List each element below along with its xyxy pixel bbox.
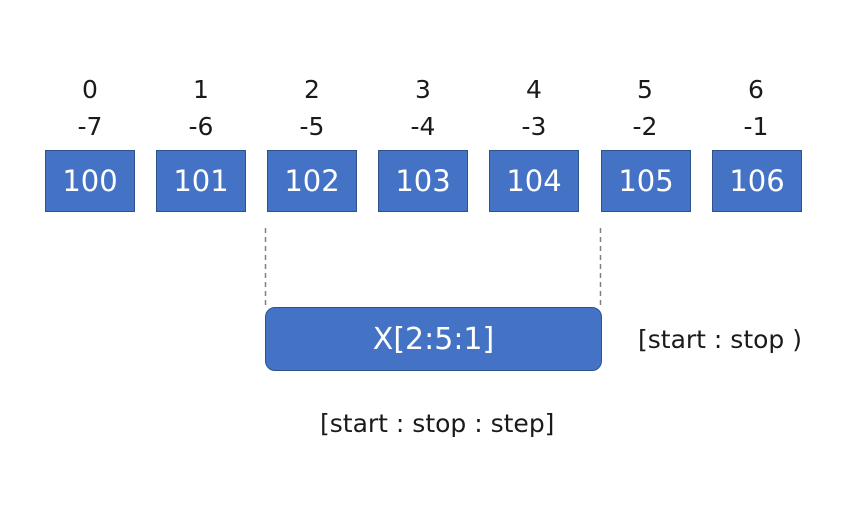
array-cell-value: 105 xyxy=(618,164,674,198)
positive-index-1: 1 xyxy=(193,75,209,104)
array-cell-value: 102 xyxy=(284,164,340,198)
positive-index-2: 2 xyxy=(304,75,320,104)
negative-index-1: -6 xyxy=(188,112,214,141)
slice-expression-box: X[2:5:1] xyxy=(265,307,602,371)
array-cell-5: 105 xyxy=(601,150,691,212)
array-cell-value: 103 xyxy=(395,164,451,198)
positive-index-0: 0 xyxy=(82,75,98,104)
negative-index-3: -4 xyxy=(410,112,436,141)
array-cell-3: 103 xyxy=(378,150,468,212)
positive-index-5: 5 xyxy=(637,75,653,104)
array-cell-4: 104 xyxy=(489,150,579,212)
array-cell-1: 101 xyxy=(156,150,246,212)
negative-index-6: -1 xyxy=(743,112,769,141)
range-note: [start : stop ) xyxy=(638,325,802,354)
slice-expression: X[2:5:1] xyxy=(372,321,495,357)
array-cell-value: 101 xyxy=(173,164,229,198)
negative-index-0: -7 xyxy=(77,112,103,141)
positive-index-4: 4 xyxy=(526,75,542,104)
positive-index-3: 3 xyxy=(415,75,431,104)
array-cell-6: 106 xyxy=(712,150,802,212)
positive-index-6: 6 xyxy=(748,75,764,104)
array-cell-2: 102 xyxy=(267,150,357,212)
negative-index-2: -5 xyxy=(299,112,325,141)
array-cell-value: 104 xyxy=(506,164,562,198)
slice-syntax-note: [start : stop : step] xyxy=(320,409,555,438)
array-cell-value: 100 xyxy=(62,164,118,198)
array-cell-0: 100 xyxy=(45,150,135,212)
negative-index-4: -3 xyxy=(521,112,547,141)
negative-index-5: -2 xyxy=(632,112,658,141)
array-cell-value: 106 xyxy=(729,164,785,198)
